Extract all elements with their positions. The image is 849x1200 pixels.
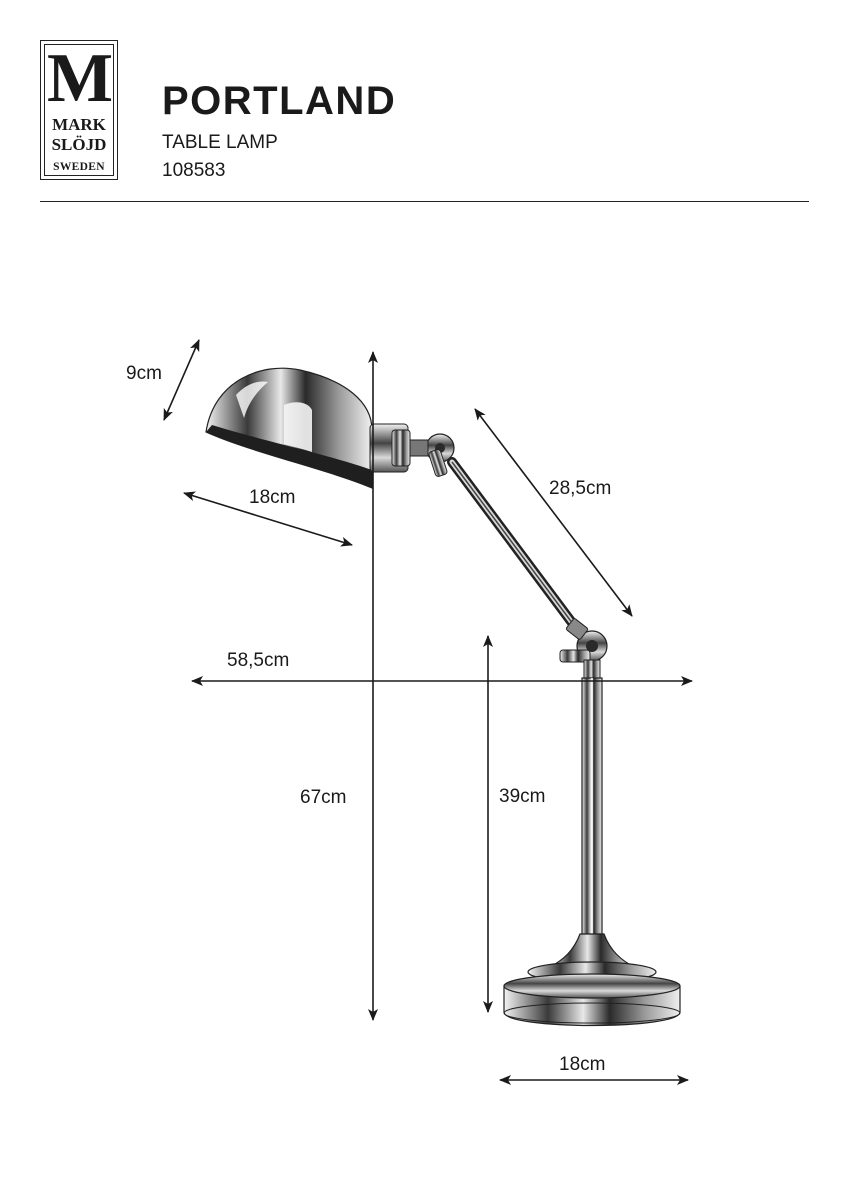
- upper-arm-arrow: [474, 408, 633, 617]
- shade-collar: [369, 423, 411, 473]
- total-height-label: 67cm: [300, 787, 346, 808]
- shade-width-label: 18cm: [249, 487, 295, 508]
- upper-arm-label: 28,5cm: [549, 478, 611, 499]
- logo-letter: M: [46, 40, 113, 117]
- product-title: PORTLAND: [162, 79, 397, 123]
- shade-width-arrow: [183, 491, 353, 547]
- product-code: 108583: [162, 160, 226, 181]
- lamp-illustration: [205, 367, 681, 1027]
- shade-height-arrow: [163, 339, 200, 421]
- base-height-label: 39cm: [499, 786, 545, 807]
- product-type: TABLE LAMP: [162, 132, 278, 153]
- logo-frame: [44, 44, 114, 176]
- logo-line-3: SWEDEN: [53, 161, 105, 173]
- upper-joint: [409, 433, 455, 477]
- total-width-label: 58,5cm: [227, 650, 289, 671]
- lamp-stem: [581, 677, 603, 935]
- brand-logo: M MARK SLÖJD SWEDEN: [40, 40, 118, 180]
- header-divider: [40, 201, 809, 202]
- dimension-lines: [163, 339, 693, 1085]
- lamp-base: [503, 933, 681, 1027]
- logo-line-1: MARK: [52, 115, 106, 134]
- lower-joint: [559, 618, 608, 681]
- base-diameter-label: 18cm: [559, 1054, 605, 1075]
- lamp-shade: [205, 367, 373, 489]
- shade-height-label: 9cm: [126, 363, 162, 384]
- logo-line-2: SLÖJD: [51, 135, 107, 154]
